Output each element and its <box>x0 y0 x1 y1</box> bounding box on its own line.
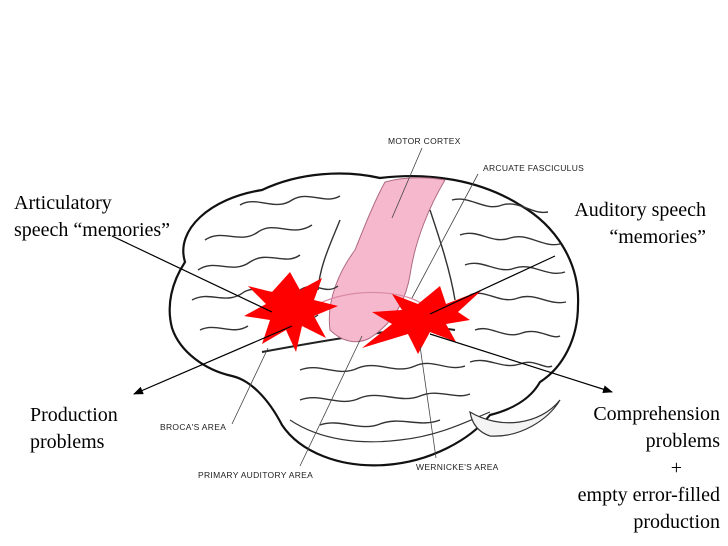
callout-line: production <box>633 511 720 533</box>
comprehension-problems-label: Comprehension problems + empty error-fil… <box>530 401 720 536</box>
callout-line: problems <box>30 431 105 453</box>
auditory-pointer <box>429 255 556 315</box>
primary-auditory-leader <box>299 335 363 467</box>
brain-gyri <box>191 195 567 428</box>
wernickes-area-label: WERNICKE'S AREA <box>416 462 499 472</box>
articulatory-memories-label: Articulatory speech “memories” <box>14 190 170 244</box>
primary-auditory-area-label: PRIMARY AUDITORY AREA <box>198 470 314 480</box>
arcuate-fasciculus-label: ARCUATE FASCICULUS <box>483 163 585 173</box>
callout-line: speech “memories” <box>14 219 171 241</box>
broca-lesion <box>244 272 338 352</box>
auditory-memories-label: Auditory speech “memories” <box>520 197 706 251</box>
wernicke-lesion <box>362 286 482 354</box>
arcuate-fasciculus-leader <box>411 173 479 299</box>
callout-line: empty error-filled <box>577 484 720 506</box>
callout-line: Articulatory <box>14 192 112 214</box>
comprehension-arrow <box>429 333 613 394</box>
wernickes-area-leader <box>419 345 437 459</box>
brocas-area-label: BROCA'S AREA <box>160 422 227 432</box>
callout-line: Auditory speech <box>574 199 706 221</box>
motor-cortex-leader <box>391 147 423 219</box>
cerebellum <box>469 399 561 437</box>
production-problems-label: Production problems <box>30 402 118 456</box>
temporal-lobe-edge <box>289 411 491 443</box>
callout-line: Production <box>30 404 118 426</box>
production-arrow <box>133 325 293 395</box>
callout-line: problems <box>645 430 720 452</box>
motor-cortex-label: MOTOR CORTEX <box>388 136 461 146</box>
callout-line: “memories” <box>609 226 706 248</box>
brocas-area-leader <box>231 347 269 425</box>
articulatory-pointer <box>111 235 273 313</box>
motor-cortex-strip <box>328 177 446 343</box>
callout-line: + <box>670 457 682 479</box>
callout-line: Comprehension <box>593 403 720 425</box>
